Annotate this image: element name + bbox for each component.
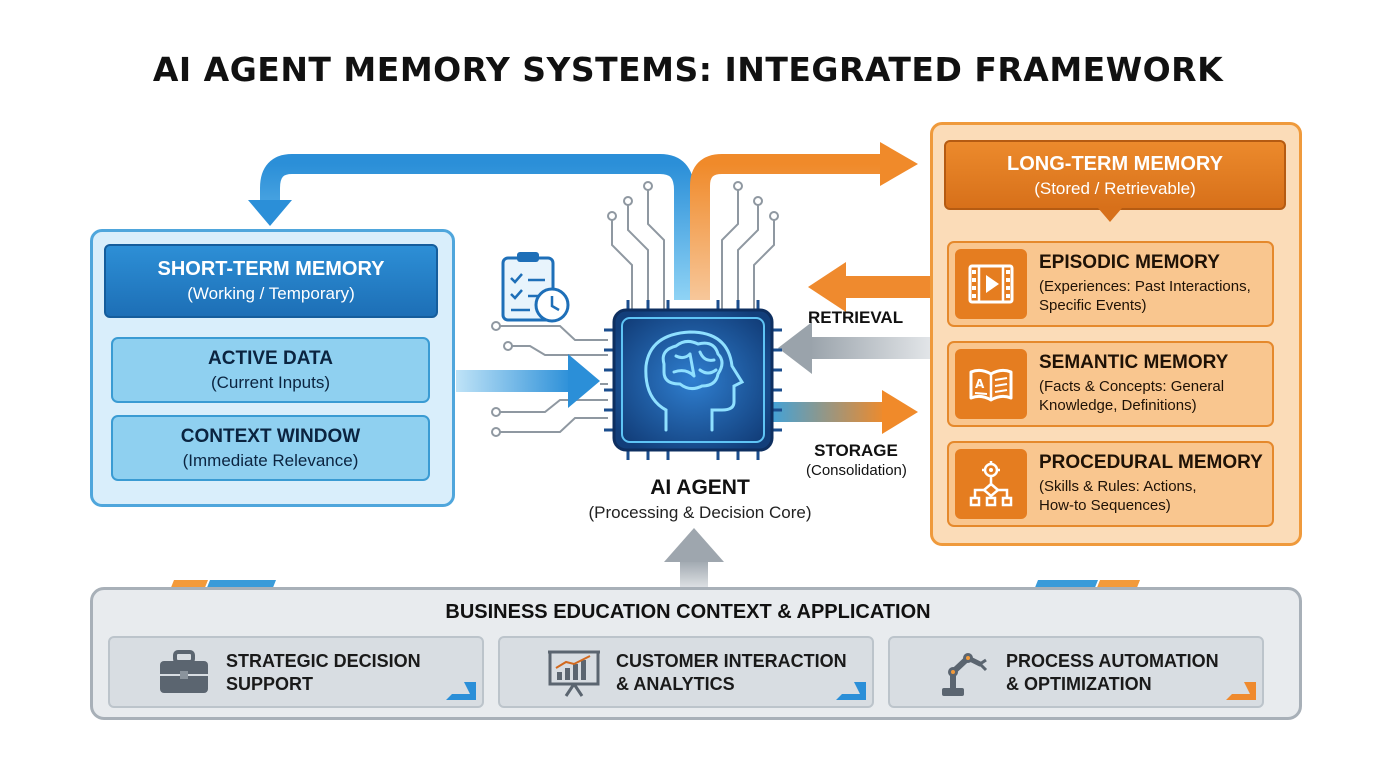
storage-label: STORAGE (Consolidation): [806, 441, 907, 479]
agent-chip: [604, 300, 782, 460]
long-term-header-pointer: [1098, 208, 1122, 222]
gear-flowchart-icon: [955, 449, 1027, 519]
storage-subtitle: (Consolidation): [806, 462, 907, 479]
input-arrow-to-agent: [456, 354, 600, 408]
active-data-subtitle: (Current Inputs): [210, 373, 331, 392]
context-window-box: CONTEXT WINDOW (Immediate Relevance): [111, 415, 430, 481]
semantic-memory-desc-line1: (Facts & Concepts: General: [1039, 378, 1225, 395]
context-card-process-automation: PROCESS AUTOMATION & OPTIMIZATION: [888, 636, 1264, 708]
storage-arrow: [766, 390, 918, 434]
open-book-icon: A: [955, 349, 1027, 419]
semantic-memory-box: A SEMANTIC MEMORY (Facts & Concepts: Gen…: [947, 341, 1274, 427]
context-window-subtitle: (Immediate Relevance): [182, 451, 359, 470]
process-automation-line2: & OPTIMIZATION: [1006, 674, 1152, 694]
procedural-memory-title: PROCEDURAL MEMORY: [1039, 452, 1263, 473]
context-card-customer-interaction: CUSTOMER INTERACTION & ANALYTICS: [498, 636, 874, 708]
clipboard-clock-icon: [501, 252, 570, 323]
brain-head-icon: [644, 330, 745, 432]
context-window-title: CONTEXT WINDOW: [180, 426, 361, 447]
svg-text:A: A: [975, 377, 985, 391]
business-context-title: BUSINESS EDUCATION CONTEXT & APPLICATION: [445, 601, 931, 623]
procedural-memory-desc-line1: (Skills & Rules: Actions,: [1039, 478, 1197, 495]
card-corner-accent: [446, 682, 476, 700]
card-corner-accent: [836, 682, 866, 700]
briefcase-icon: [156, 648, 212, 703]
episodic-memory-desc-line1: (Experiences: Past Interactions,: [1039, 278, 1251, 295]
storage-arrow-to-long-term: [690, 142, 918, 300]
process-automation-line1: PROCESS AUTOMATION: [1006, 651, 1219, 671]
long-term-memory-title: LONG-TERM MEMORY: [1007, 153, 1223, 175]
short-term-memory-title: SHORT-TERM MEMORY: [157, 258, 385, 280]
semantic-memory-title: SEMANTIC MEMORY: [1039, 352, 1229, 373]
context-card-strategic-decision: STRATEGIC DECISION SUPPORT: [108, 636, 484, 708]
agent-subtitle: (Processing & Decision Core): [588, 503, 812, 522]
episodic-arrow-to-agent: [808, 262, 946, 312]
short-term-memory-subtitle: (Working / Temporary): [187, 284, 355, 303]
diagram-title: AI AGENT MEMORY SYSTEMS: INTEGRATED FRAM…: [152, 50, 1224, 89]
strategic-decision-line2: SUPPORT: [226, 674, 314, 694]
customer-interaction-line1: CUSTOMER INTERACTION: [616, 651, 847, 671]
storage-title: STORAGE: [814, 441, 898, 460]
circuit-traces: [491, 181, 779, 437]
feedback-arrow-to-short-term: [248, 154, 694, 300]
long-term-memory-subtitle: (Stored / Retrievable): [1034, 179, 1196, 198]
context-arrow-to-agent: [664, 528, 724, 590]
episodic-memory-box: EPISODIC MEMORY (Experiences: Past Inter…: [947, 241, 1274, 327]
active-data-title: ACTIVE DATA: [208, 348, 333, 369]
strategic-decision-line1: STRATEGIC DECISION: [226, 651, 421, 671]
retrieval-arrow-from-long-term: [778, 322, 932, 374]
retrieval-label: RETRIEVAL: [808, 308, 904, 327]
agent-label: AI AGENT (Processing & Decision Core): [540, 476, 860, 523]
customer-interaction-line2: & ANALYTICS: [616, 674, 735, 694]
presentation-chart-icon: [546, 648, 602, 703]
episodic-memory-title: EPISODIC MEMORY: [1039, 252, 1220, 273]
semantic-memory-desc-line2: Knowledge, Definitions): [1039, 397, 1197, 414]
film-play-icon: [955, 249, 1027, 319]
active-data-box: ACTIVE DATA (Current Inputs): [111, 337, 430, 403]
procedural-memory-desc-line2: How-to Sequences): [1039, 497, 1171, 514]
episodic-memory-desc-line2: Specific Events): [1039, 297, 1147, 314]
card-corner-accent: [1226, 682, 1256, 700]
short-term-memory-header: SHORT-TERM MEMORY (Working / Temporary): [104, 244, 438, 318]
procedural-memory-box: PROCEDURAL MEMORY (Skills & Rules: Actio…: [947, 441, 1274, 527]
robot-arm-icon: [936, 648, 992, 703]
agent-title: AI AGENT: [650, 476, 750, 499]
long-term-memory-header: LONG-TERM MEMORY (Stored / Retrievable): [944, 140, 1286, 210]
